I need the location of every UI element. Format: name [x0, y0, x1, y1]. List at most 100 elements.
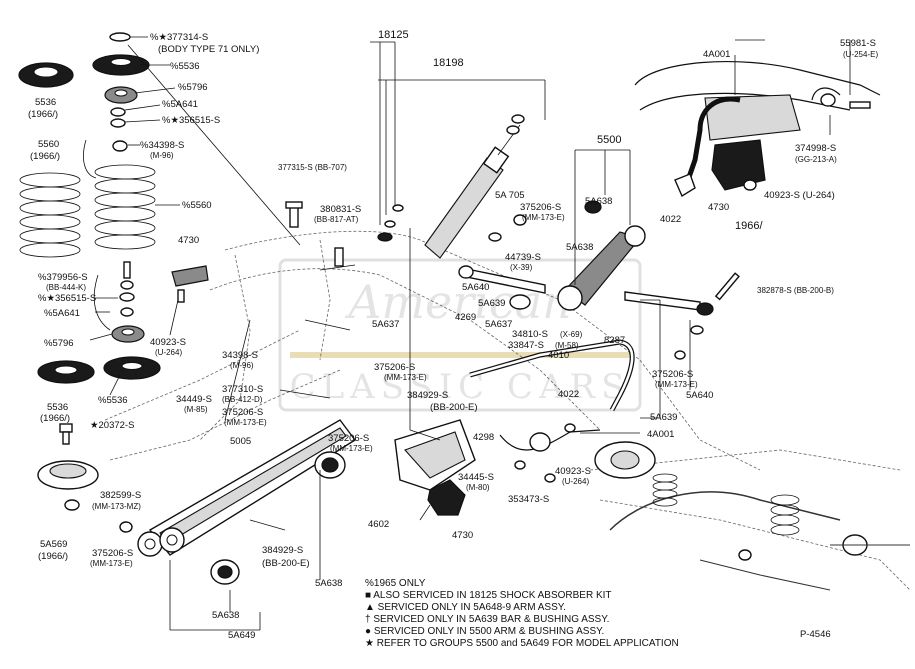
label-5796b: %5796 [44, 338, 74, 349]
label-375206c: 375206-S [374, 362, 415, 373]
label-5A569-yr: (1966/) [38, 551, 68, 562]
label-380831: 380831-S [320, 204, 361, 215]
label-33847-code: (M-58) [555, 341, 579, 350]
label-5A638d: 5A638 [212, 610, 239, 621]
label-382599: 382599-S [100, 490, 141, 501]
label-384929b-code: (BB-200-E) [262, 558, 310, 569]
watermark-line2: CLASSIC CARS [290, 367, 631, 407]
label-375206e-code: (MM-173-E) [330, 444, 373, 453]
label-5A639b: 5A639 [650, 412, 677, 423]
label-377315: 377315-S (BB-707) [278, 163, 347, 172]
label-5A638c: 5A638 [315, 578, 342, 589]
label-375206d: 375206-S [222, 407, 263, 418]
label-379956-code: (BB-444-K) [46, 283, 86, 292]
label-40923a: 40923-S [150, 337, 186, 348]
label-374998: 374998-S [795, 143, 836, 154]
label-5A649: 5A649 [228, 630, 255, 641]
lower-arm [137, 201, 357, 585]
label-356515b: %★356515-S [38, 293, 96, 304]
label-5A637a: 5A637 [372, 319, 399, 330]
label-4269: 4269 [455, 312, 476, 323]
label-4602: 4602 [368, 519, 389, 530]
label-377314: %★377314-S [150, 32, 208, 43]
detail-1966 [634, 60, 881, 198]
label-5A638a: 5A638 [585, 196, 612, 207]
inset-drawing [589, 441, 911, 591]
diagram-id: P-4546 [800, 629, 831, 640]
label-5A637b: 5A637 [485, 319, 512, 330]
label-5A640a: 5A640 [462, 282, 489, 293]
label-5A639a: 5A639 [478, 298, 505, 309]
label-374998-code: (GG-213-A) [795, 155, 837, 164]
labels-right: 4A001 55981-S (U-254-E) 374998-S (GG-213… [650, 38, 878, 423]
frame-outline [104, 230, 761, 471]
label-34810-code: (X-69) [560, 330, 583, 339]
label-5A640b: 5A640 [686, 390, 713, 401]
label-4022b: 4022 [660, 214, 681, 225]
label-5005: 5005 [230, 436, 251, 447]
watermark: American CLASSIC CARS [278, 258, 642, 412]
label-375206a: 375206-S [92, 548, 133, 559]
label-40923a-code: (U-264) [155, 348, 182, 357]
label-375206a-code: (MM-173-E) [90, 559, 133, 568]
label-5500: 5500 [597, 134, 621, 146]
label-4298: 4298 [473, 432, 494, 443]
label-377310-code: (BB-412-D) [222, 395, 263, 404]
label-5536-1966-yr: (1966/) [28, 109, 58, 120]
label-5796a: %5796 [178, 82, 208, 93]
label-4010: 4010 [548, 350, 569, 361]
label-18125: 18125 [378, 29, 409, 41]
label-5536a: %5536 [170, 61, 200, 72]
label-34445: 34445-S [458, 472, 494, 483]
label-4022a: 4022 [558, 389, 579, 400]
label-4A001a: 4A001 [647, 429, 674, 440]
label-384929a-code: (BB-200-E) [430, 402, 478, 413]
labels-center: 377315-S (BB-707) 380831-S (BB-817-AT) 1… [176, 29, 674, 641]
label-8287: 8287 [604, 335, 625, 346]
label-5A641b: %5A641 [44, 308, 80, 319]
label-44739: 44739-S [505, 252, 541, 263]
label-34398b-code: (M-96) [230, 361, 254, 370]
label-34449: 34449-S [176, 394, 212, 405]
label-5A569: 5A569 [40, 539, 67, 550]
label-375206d-code: (MM-173-E) [224, 418, 267, 427]
label-5536-1966: 5536 [35, 97, 56, 108]
label-5536-1966b: 5536 [47, 402, 68, 413]
legend-line-5: ● SERVICED ONLY IN 5500 ARM & BUSHING AS… [365, 626, 604, 637]
legend-line-2: ■ ALSO SERVICED IN 18125 SHOCK ABSORBER … [365, 590, 612, 601]
label-34398a: %34398-S [140, 140, 184, 151]
label-5560a: %5560 [182, 200, 212, 211]
label-380831-code: (BB-817-AT) [314, 215, 359, 224]
legend-line-1: %1965 ONLY [365, 578, 426, 589]
label-55981-code: (U-254-E) [843, 50, 878, 59]
label-384929a: 384929-S [407, 390, 448, 401]
label-382878: 382878-S (BB-200-B) [757, 286, 834, 295]
label-33847: 33847-S [508, 340, 544, 351]
label-353473: 353473-S [508, 494, 549, 505]
label-5A705: 5A 705 [495, 190, 525, 201]
label-5A638b: 5A638 [566, 242, 593, 253]
label-5A641a: %5A641 [162, 99, 198, 110]
label-4730c: 4730 [708, 202, 729, 213]
label-377310: 377310-S [222, 384, 263, 395]
legend: %1965 ONLY ■ ALSO SERVICED IN 18125 SHOC… [365, 578, 679, 649]
stabilizer-bar [394, 339, 635, 516]
legend-line-4: † SERVICED ONLY IN 5A639 BAR & BUSHING A… [365, 614, 609, 625]
label-40923b-code: (U-264) [562, 477, 589, 486]
label-34445-code: (M-80) [466, 483, 490, 492]
label-side-note: 1966/ [735, 220, 763, 232]
label-375206b-code: (MM-173-E) [522, 213, 565, 222]
label-34398a-code: (M-96) [150, 151, 174, 160]
label-375206c-code: (MM-173-E) [384, 373, 427, 382]
label-356515a: %★356515-S [162, 115, 220, 126]
label-382599-code: (MM-173-MZ) [92, 502, 141, 511]
label-5560-1966: 5560 [38, 139, 59, 150]
label-34449-code: (M-85) [184, 405, 208, 414]
label-4730b: 4730 [452, 530, 473, 541]
label-34810: 34810-S [512, 329, 548, 340]
label-5536b: %5536 [98, 395, 128, 406]
label-44739-code: (X-39) [510, 263, 533, 272]
label-40923b: 40923-S [555, 466, 591, 477]
label-34398b: 34398-S [222, 350, 258, 361]
